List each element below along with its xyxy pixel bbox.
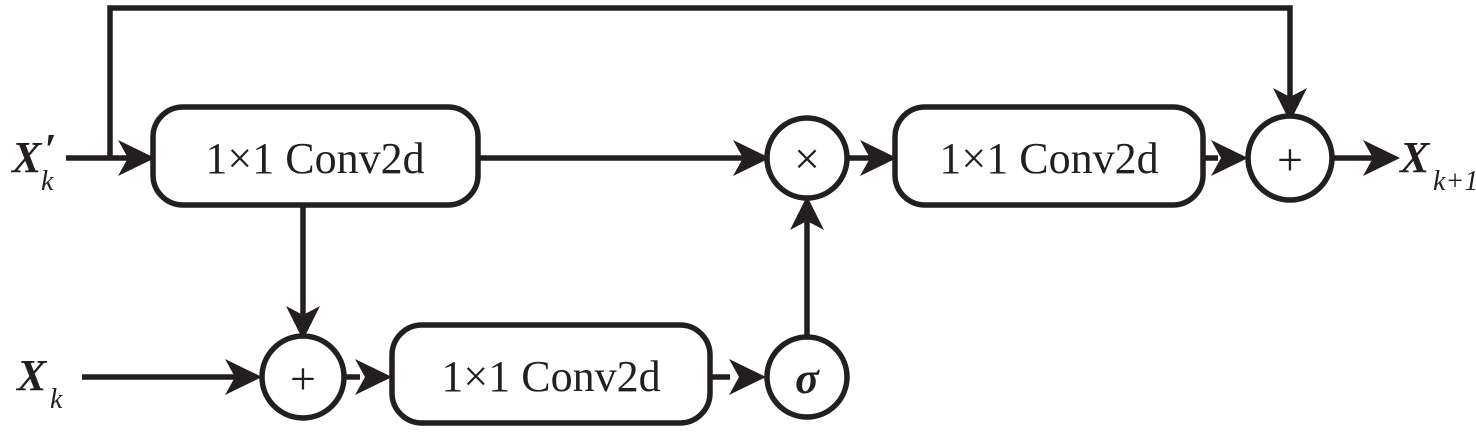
arrowhead-sigmoid-to-multiply (790, 196, 824, 230)
block-conv-right[interactable]: 1×1 Conv2d (892, 104, 1206, 208)
arrowhead-conv-top-to-multiply (733, 140, 770, 176)
operator-multiply-label: × (794, 133, 820, 184)
label-output-x-k-plus-1-sub: k+1 (1433, 166, 1476, 197)
arrowhead-skip-to-add (1273, 88, 1307, 122)
block-conv-top-label: 1×1 Conv2d (205, 134, 424, 183)
operator-add-bottom-label: + (290, 353, 316, 404)
block-conv-bottom-label: 1×1 Conv2d (441, 352, 660, 401)
operator-add-output-label: + (1277, 134, 1303, 185)
arrowhead-conv-right-to-add (1211, 140, 1248, 176)
arrowhead-conv-bottom-to-sigmoid (729, 359, 766, 395)
block-conv-right-label: 1×1 Conv2d (939, 134, 1158, 183)
arrowhead-multiply-to-conv-right (860, 140, 897, 176)
block-conv-bottom[interactable]: 1×1 Conv2d (389, 322, 713, 426)
block-conv-bottom-shape (389, 322, 713, 426)
label-input-x-k-sub: k (50, 384, 63, 415)
operator-add-bottom-shape (259, 333, 347, 421)
operator-add-output-shape (1245, 113, 1335, 203)
arrowhead-add-bottom-to-conv-bottom (355, 359, 392, 395)
operator-add-output[interactable]: + (1245, 113, 1335, 203)
label-input-x-prime-k: X ′ k (10, 125, 56, 197)
wire-skip-top (107, 5, 1293, 158)
label-input-x-prime-k-main: X (10, 133, 43, 182)
label-input-x-prime-k-sub: k (41, 166, 54, 197)
operator-sigmoid-shape (764, 334, 850, 420)
operator-add-bottom[interactable]: + (259, 333, 347, 421)
label-output-x-k-plus-1-main: X (1398, 133, 1431, 182)
operator-sigmoid-label: σ (795, 354, 820, 403)
arrowhead-add-to-output (1363, 140, 1400, 176)
operator-multiply-shape (764, 115, 850, 201)
label-output-x-k-plus-1: X k+1 (1398, 133, 1476, 197)
label-input-x-k: X k (15, 351, 63, 415)
operator-sigmoid[interactable]: σ (764, 334, 850, 420)
arrowhead-xprime-to-conv-top (118, 140, 155, 176)
label-input-x-prime-k-prime: ′ (44, 125, 56, 174)
block-conv-right-shape (892, 104, 1206, 208)
block-conv-top-shape (150, 104, 481, 208)
operator-multiply[interactable]: × (764, 115, 850, 201)
arrowhead-conv-top-to-add-bottom (286, 306, 320, 340)
block-conv-top[interactable]: 1×1 Conv2d (150, 104, 481, 208)
arrowhead-xk-to-add-bottom (225, 359, 262, 395)
label-input-x-k-main: X (15, 351, 48, 400)
